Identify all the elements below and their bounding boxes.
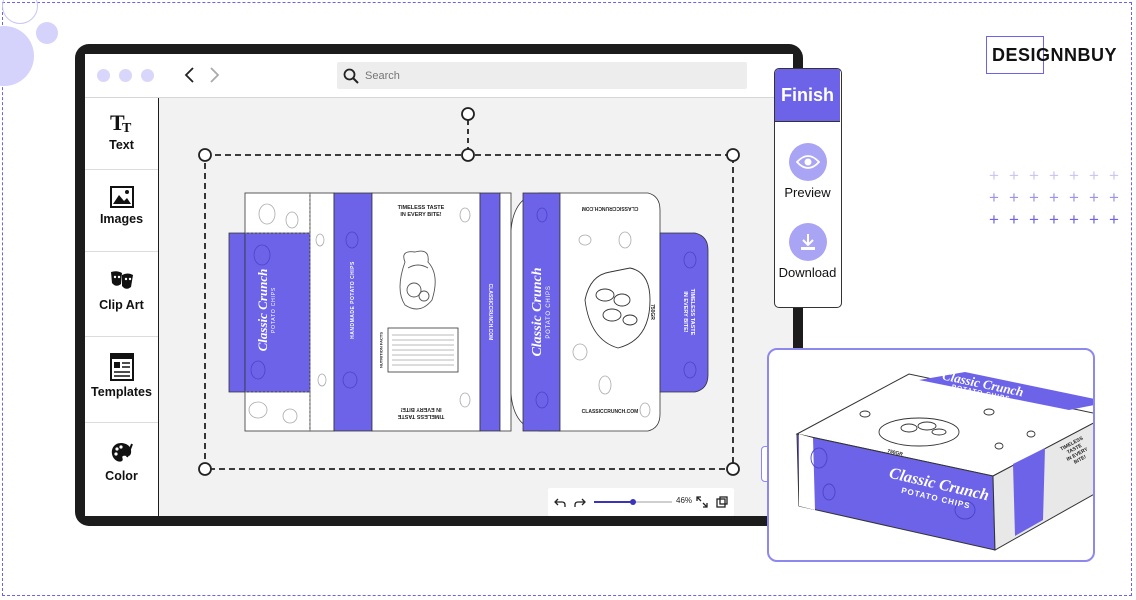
- svg-text:T: T: [122, 121, 132, 134]
- design-weight: 750GR: [649, 304, 655, 320]
- undo-icon[interactable]: [554, 496, 566, 508]
- zoom-level: 46%: [676, 496, 693, 505]
- search-bar[interactable]: [337, 62, 747, 89]
- design-product-name: POTATO CHIPS: [546, 285, 552, 339]
- tool-sidebar: T T Text Images Clip Art: [85, 98, 159, 516]
- box-3d-preview: [795, 372, 1093, 551]
- resize-handle-top-left[interactable]: [198, 148, 212, 162]
- design-tagline-line2: IN EVERY BITE!: [400, 406, 442, 412]
- sidebar-item-label: Clip Art: [99, 298, 144, 312]
- design-nutrition-title: NUTRITION FACTS: [378, 332, 384, 368]
- design-brand-name: Classic Crunch: [530, 267, 545, 357]
- zoom-slider-fill: [594, 501, 633, 503]
- download-icon: [800, 234, 815, 250]
- text-icon: T T: [110, 110, 132, 134]
- decorative-plus-grid: +++++++ +++++++ +++++++: [989, 166, 1119, 229]
- design-brand-left: Classic Crunch POTATO CHIPS: [255, 269, 277, 352]
- design-website-strip: CLASSICCRUNCH.COM: [487, 283, 493, 341]
- decorative-circle-small: [36, 22, 58, 44]
- sidebar-item-label: Images: [99, 212, 144, 226]
- chevron-left-icon[interactable]: [183, 66, 195, 84]
- preview-label: Preview: [784, 185, 831, 200]
- image-icon: [109, 186, 134, 208]
- download-icon-circle: [788, 223, 827, 261]
- sidebar-item-label: Templates: [91, 385, 152, 399]
- resize-handle-top[interactable]: [461, 148, 475, 162]
- download-label: Download: [778, 265, 837, 280]
- rotate-handle[interactable]: [461, 107, 475, 121]
- zoom-slider-track[interactable]: [594, 499, 672, 505]
- design-tagline-line1: TIMELESS TASTE: [397, 205, 445, 211]
- window-dot: [119, 69, 132, 82]
- svg-text:T: T: [110, 110, 125, 134]
- sidebar-item-color[interactable]: Color: [85, 423, 158, 516]
- logo-frame: [986, 36, 1044, 74]
- design-brand-name: Classic Crunch: [255, 268, 270, 352]
- resize-handle-top-right[interactable]: [726, 148, 740, 162]
- search-icon: [343, 68, 359, 84]
- finish-button[interactable]: Finish: [775, 69, 840, 122]
- design-tagline-front: TIMELESS TASTE IN EVERY BITE!: [398, 205, 445, 219]
- chevron-right-icon[interactable]: [209, 66, 221, 84]
- fit-screen-icon[interactable]: [716, 496, 728, 508]
- design-tagline-line1: TIMELESS TASTE: [397, 413, 445, 419]
- palette-icon: [111, 443, 133, 462]
- 3d-preview-card: Classic Crunch POTATO CHIPS Classic Crun…: [767, 348, 1095, 562]
- design-handmade-text: HANDMADE POTATO CHIPS: [350, 261, 356, 339]
- sidebar-item-text[interactable]: T T Text: [85, 98, 158, 170]
- design-product-name: POTATO CHIPS: [271, 287, 277, 334]
- brand-logo: DESIGNNBUY: [992, 44, 1118, 65]
- sidebar-item-clip-art[interactable]: Clip Art: [85, 252, 158, 337]
- resize-handle-bottom-right[interactable]: [726, 462, 740, 476]
- window-dot: [141, 69, 154, 82]
- eye-icon: [795, 155, 820, 169]
- zoom-slider-thumb[interactable]: [630, 499, 636, 505]
- sidebar-item-images[interactable]: Images: [85, 170, 158, 252]
- design-tagline-front-flipped: TIMELESS TASTE IN EVERY BITE!: [398, 405, 445, 419]
- design-brand-side: Classic Crunch POTATO CHIPS: [530, 267, 552, 356]
- templates-icon: [109, 353, 134, 381]
- design-website-top: CLASSICCRUNCH.COM: [581, 205, 639, 211]
- redo-icon[interactable]: [574, 496, 586, 508]
- design-tagline-line1: TIMELESS TASTE: [689, 288, 695, 336]
- preview-icon-circle: [788, 143, 827, 181]
- sidebar-item-label: Color: [105, 469, 138, 483]
- sidebar-item-label: Text: [109, 138, 134, 152]
- search-input[interactable]: [365, 69, 725, 82]
- finish-panel: Finish Preview Download: [774, 68, 842, 308]
- preview-button[interactable]: Preview: [775, 143, 840, 200]
- design-tagline-line2: IN EVERY BITE!: [682, 291, 688, 333]
- resize-handle-bottom-left[interactable]: [198, 462, 212, 476]
- download-button[interactable]: Download: [775, 223, 840, 280]
- design-tagline-line2: IN EVERY BITE!: [400, 212, 442, 218]
- clipart-icon: [110, 271, 133, 289]
- zoom-toolbar: 46%: [548, 488, 734, 516]
- window-dot: [97, 69, 110, 82]
- sidebar-item-templates[interactable]: Templates: [85, 337, 158, 423]
- browser-topbar: [85, 54, 793, 98]
- design-tagline-side: TIMELESS TASTE IN EVERY BITE!: [681, 289, 695, 336]
- design-website-bottom: CLASSICCRUNCH.COM: [581, 409, 639, 415]
- fullscreen-icon[interactable]: [696, 496, 708, 508]
